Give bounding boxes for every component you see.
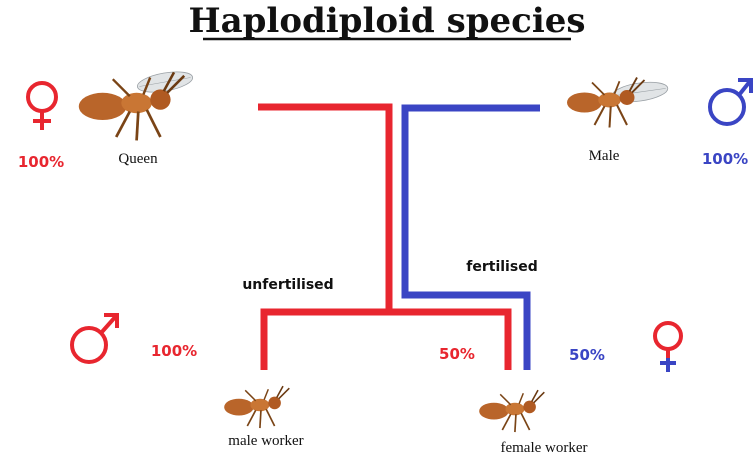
queen-lineage-lines <box>258 107 508 370</box>
male-percent: 100% <box>702 150 748 168</box>
male-insect-image <box>567 78 669 128</box>
unfertilised-label: unfertilised <box>242 277 333 293</box>
queen-percent: 100% <box>18 153 64 171</box>
queen-female-symbol-icon <box>28 83 56 130</box>
female-worker-percent-from-queen: 50% <box>439 345 475 363</box>
male-worker-male-symbol-icon <box>72 315 117 362</box>
fertilised-label: fertilised <box>466 259 537 275</box>
diagram-title: Haplodiploid species <box>188 1 585 41</box>
male-lineage-lines <box>405 108 540 370</box>
female-worker-insect-image <box>479 390 544 432</box>
female-worker-female-symbol-icon <box>655 323 681 372</box>
male-parent-male-symbol-icon <box>710 80 751 124</box>
male-label: Male <box>589 148 620 164</box>
male-worker-label: male worker <box>228 433 303 449</box>
female-worker-percent-from-male: 50% <box>569 346 605 364</box>
male-worker-percent: 100% <box>151 342 197 360</box>
queen-label: Queen <box>118 151 158 167</box>
queen-insect-image <box>79 68 194 140</box>
male-worker-insect-image <box>224 386 289 428</box>
female-worker-label: female worker <box>500 440 587 456</box>
